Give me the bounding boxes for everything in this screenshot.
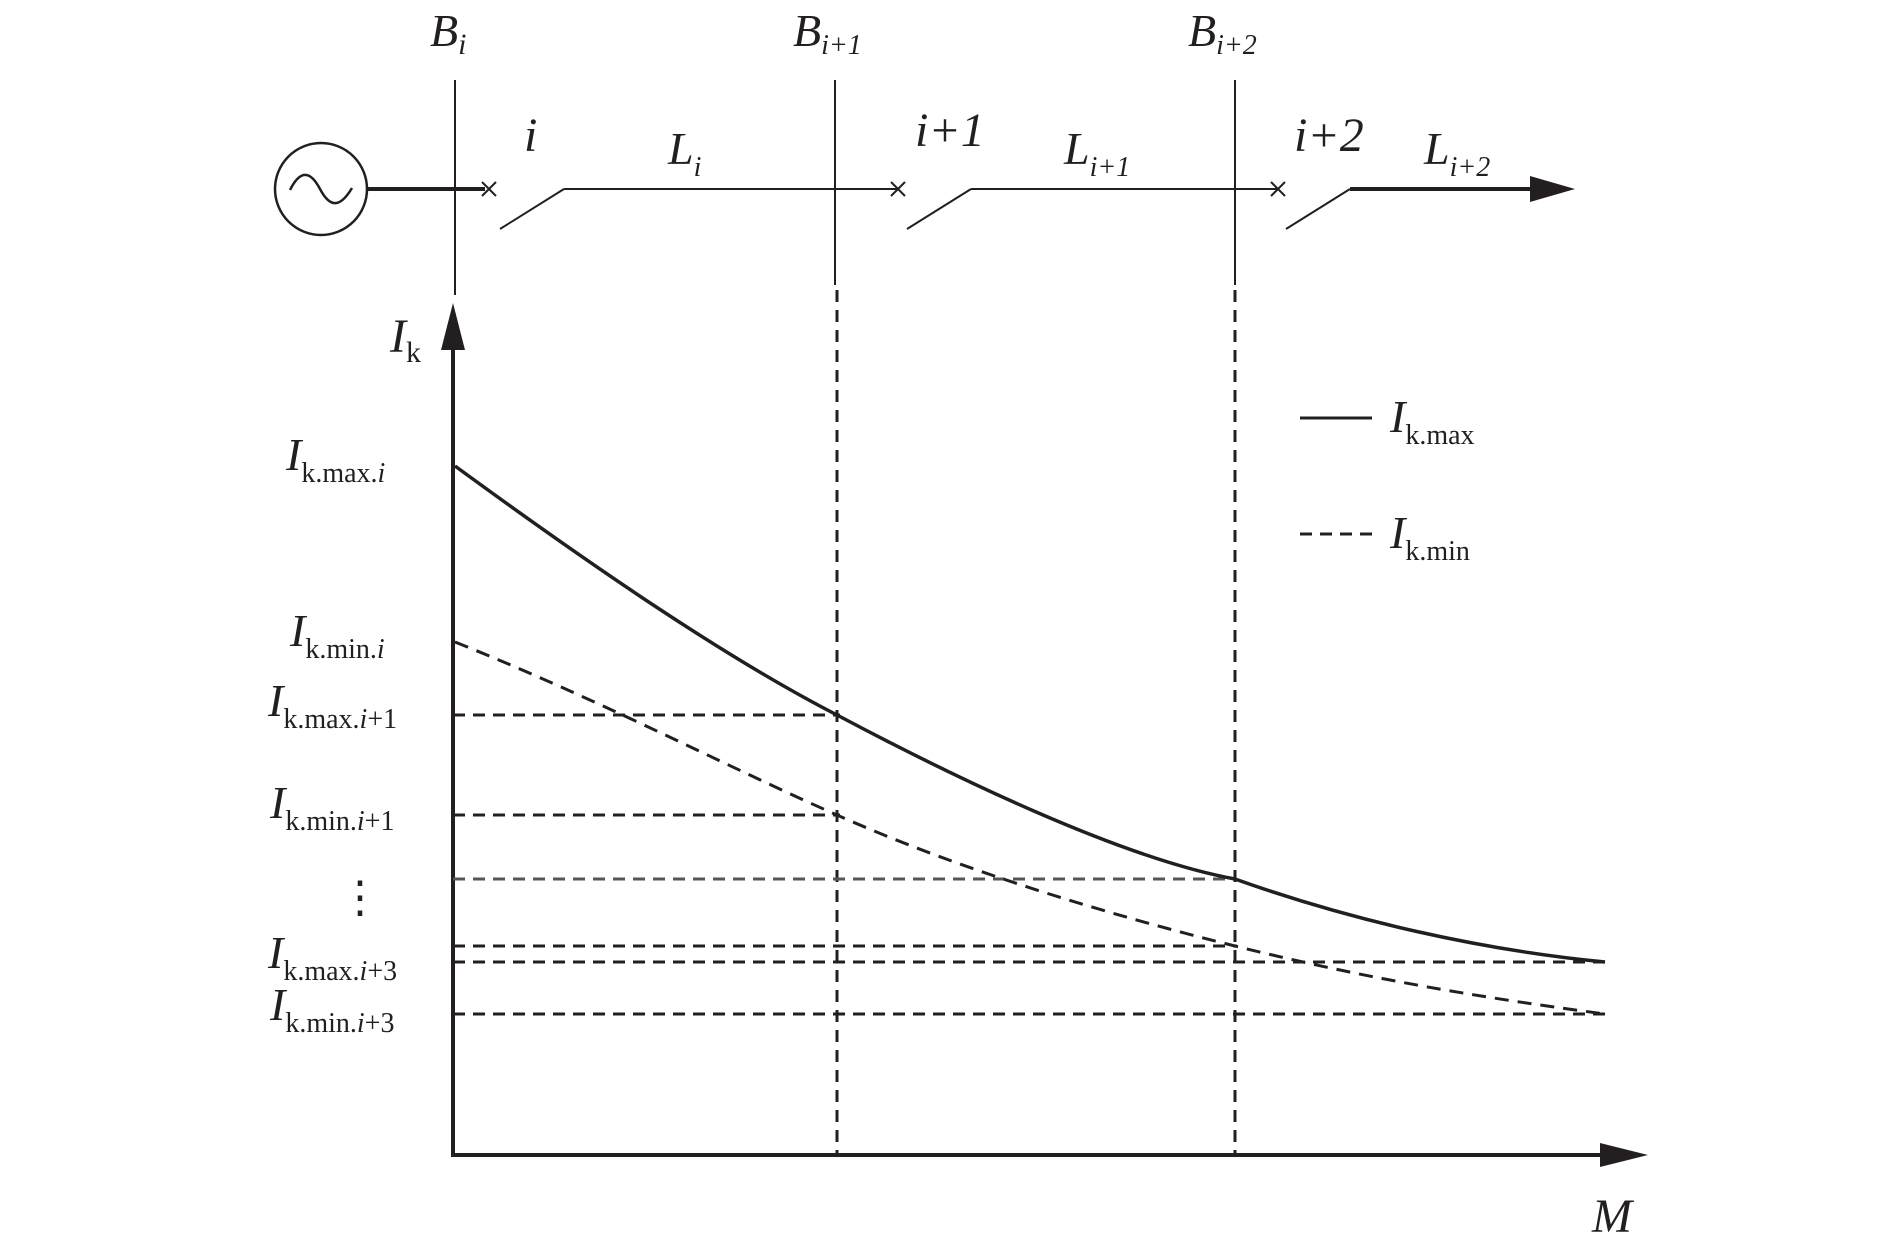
svg-text:Ik: Ik bbox=[389, 310, 421, 369]
chart-area bbox=[441, 290, 1648, 1167]
svg-text:Ik.max.i: Ik.max.i bbox=[285, 429, 385, 489]
svg-text:Bi+2: Bi+2 bbox=[1188, 5, 1257, 61]
svg-text:Li+1: Li+1 bbox=[1063, 123, 1130, 183]
x-axis-label: M bbox=[1591, 1190, 1635, 1236]
ik-min-curve bbox=[454, 640, 1606, 1016]
y-tick-label-kmax-i1: Ik.max.i+1 bbox=[267, 675, 397, 735]
ik-max-curve bbox=[453, 464, 1606, 964]
svg-text:Ik.max.i+1: Ik.max.i+1 bbox=[267, 675, 397, 735]
svg-text:Ik.min.i: Ik.min.i bbox=[289, 605, 385, 665]
svg-text:Ik.min.i+3: Ik.min.i+3 bbox=[269, 979, 394, 1039]
svg-text:Bi: Bi bbox=[430, 5, 466, 61]
breaker-label-i2: i+2 bbox=[1294, 109, 1364, 162]
circuit-breaker-icon bbox=[890, 181, 972, 230]
circuit-breaker-icon bbox=[481, 181, 565, 230]
y-tick-label-kmax-i: Ik.max.i bbox=[285, 429, 385, 489]
legend-label-kmin: Ik.min bbox=[1389, 507, 1470, 567]
y-axis-arrow bbox=[441, 303, 465, 350]
circuit-breaker-icon bbox=[1270, 181, 1351, 230]
line-label-i2: Li+2 bbox=[1423, 123, 1490, 183]
line-label-i: Li bbox=[667, 123, 701, 183]
y-tick-label-kmin-i: Ik.min.i bbox=[289, 605, 385, 665]
svg-text:Ik.max.i+3: Ik.max.i+3 bbox=[267, 927, 397, 987]
single-line-diagram bbox=[273, 80, 1575, 295]
legend-label-kmax: Ik.max bbox=[1389, 391, 1475, 451]
feeder-arrow bbox=[1530, 176, 1575, 202]
y-tick-label-kmax-i3: Ik.max.i+3 bbox=[267, 927, 397, 987]
y-tick-label-kmin-i1: Ik.min.i+1 bbox=[269, 777, 394, 837]
x-axis-arrow bbox=[1600, 1143, 1648, 1167]
bus-label-i2: Bi+2 bbox=[1188, 5, 1257, 61]
y-axis-label: Ik bbox=[389, 310, 421, 369]
ac-source-icon bbox=[273, 141, 369, 237]
breaker-label-i: i bbox=[524, 109, 537, 162]
y-tick-label-kmin-i3: Ik.min.i+3 bbox=[269, 979, 394, 1039]
breaker-label-i1: i+1 bbox=[915, 104, 985, 157]
svg-text:Li+2: Li+2 bbox=[1423, 123, 1490, 183]
bus-label-i: Bi bbox=[430, 5, 466, 61]
svg-text:Bi+1: Bi+1 bbox=[793, 5, 862, 61]
svg-text:Ik.min.i+1: Ik.min.i+1 bbox=[269, 777, 394, 837]
ellipsis: ⋮ bbox=[338, 873, 382, 922]
svg-text:Li: Li bbox=[667, 123, 701, 183]
svg-text:Ik.max: Ik.max bbox=[1389, 391, 1475, 451]
svg-text:Ik.min: Ik.min bbox=[1389, 507, 1470, 567]
bus-label-i1: Bi+1 bbox=[793, 5, 862, 61]
line-label-i1: Li+1 bbox=[1063, 123, 1130, 183]
